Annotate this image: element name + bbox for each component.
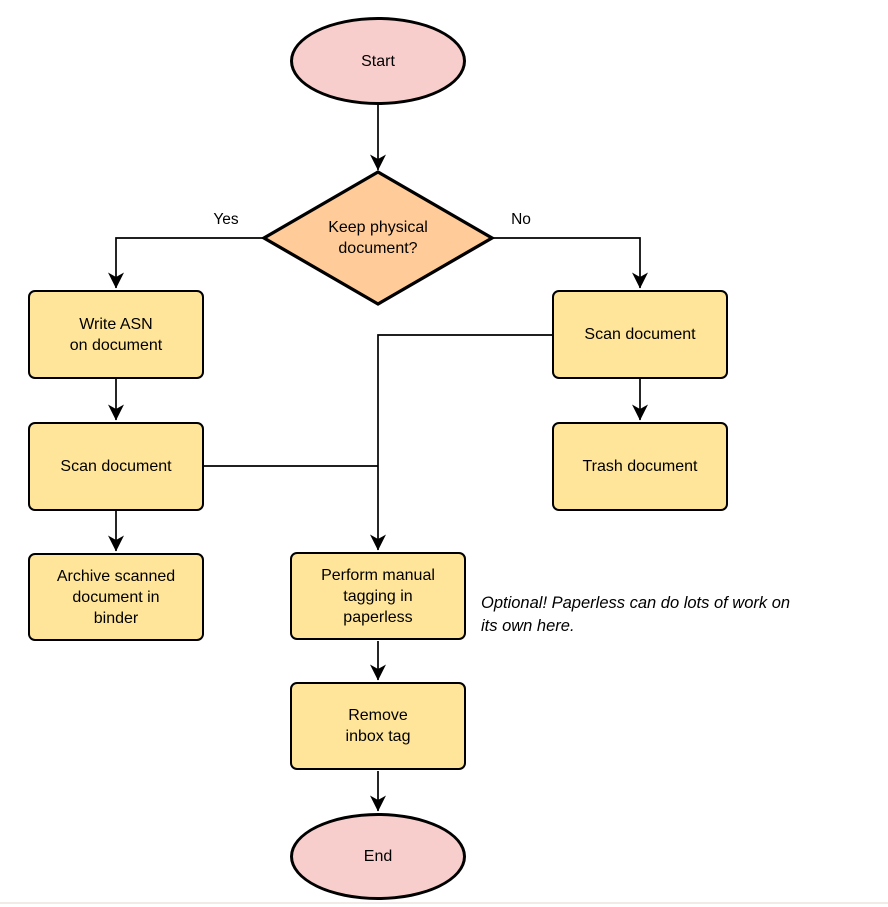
node-manual-tagging: Perform manual tagging in paperless bbox=[290, 552, 466, 640]
annotation-note: Optional! Paperless can do lots of work … bbox=[481, 594, 791, 635]
node-start: Start bbox=[290, 17, 466, 105]
edge-label-yes: Yes bbox=[211, 211, 241, 229]
node-archive-scanned: Archive scanned document in binder bbox=[28, 553, 204, 641]
edge-keep-physical-decision-to-scan-document-right bbox=[492, 237, 648, 289]
edge-scan-document-right-to-manual-tagging bbox=[370, 334, 552, 551]
node-keep-physical-decision: Keep physical document? bbox=[328, 219, 428, 257]
edge-keep-physical-decision-to-write-asn bbox=[108, 237, 264, 289]
node-shape-keep-physical-decision bbox=[260, 170, 496, 306]
bottom-divider bbox=[0, 902, 888, 904]
node-scan-document-left: Scan document bbox=[28, 422, 204, 511]
edge-label-no: No bbox=[509, 211, 533, 229]
node-scan-document-right: Scan document bbox=[552, 290, 728, 379]
node-end: End bbox=[290, 813, 466, 900]
node-write-asn: Write ASN on document bbox=[28, 290, 204, 379]
edge-path-group bbox=[108, 104, 648, 812]
node-trash-document: Trash document bbox=[552, 422, 728, 511]
node-remove-inbox-tag: Remove inbox tag bbox=[290, 682, 466, 770]
decision-shape-group bbox=[260, 170, 496, 306]
